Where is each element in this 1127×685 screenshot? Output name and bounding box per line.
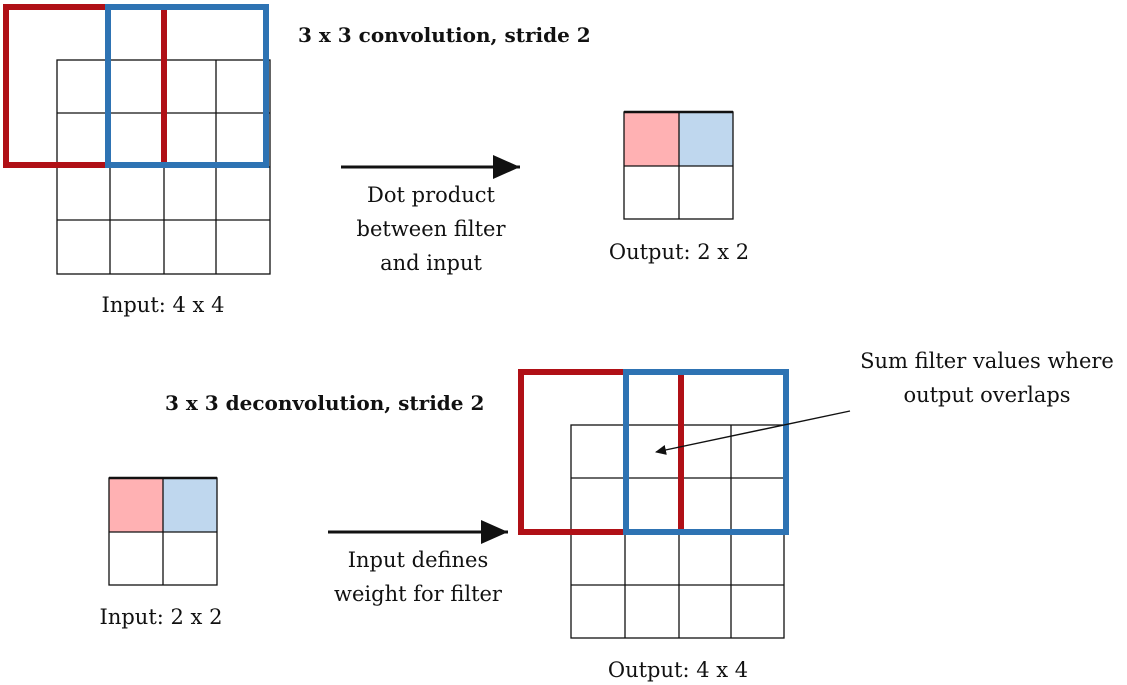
conv-input-label: Input: 4 x 4 xyxy=(102,293,225,317)
deconv-input-cell-red xyxy=(109,478,163,532)
deconv-arrow-caption-line-2: weight for filter xyxy=(334,582,503,606)
deconv-input-label: Input: 2 x 2 xyxy=(100,605,223,629)
deconv-filter-red xyxy=(518,369,684,535)
annotation-arrow xyxy=(655,410,851,455)
conv-filter-blue xyxy=(105,4,269,168)
deconv-output-label: Output: 4 x 4 xyxy=(608,658,748,682)
deconv-annotation-line-1: Sum filter values where xyxy=(860,349,1114,373)
deconv-input-cell-blue xyxy=(163,478,217,532)
deconv-arrow-caption-line-1: Input defines xyxy=(348,548,489,572)
deconv-title: 3 x 3 deconvolution, stride 2 xyxy=(165,391,484,415)
deconv-input-grid xyxy=(108,476,218,586)
conv-title: 3 x 3 convolution, stride 2 xyxy=(298,23,591,47)
conv-output-grid xyxy=(623,110,734,220)
conv-arrow-caption-line-1: Dot product xyxy=(367,183,495,207)
deconv-annotation-line-2: output overlaps xyxy=(903,383,1070,407)
conv-output-cell-blue xyxy=(679,112,733,166)
conv-output-cell-red xyxy=(624,112,679,166)
conv-filter-red xyxy=(3,4,167,168)
deconv-filter-blue xyxy=(623,369,789,535)
conv-arrow-caption-line-3: and input xyxy=(380,251,482,275)
conv-output-label: Output: 2 x 2 xyxy=(609,240,749,264)
conv-arrow-caption-line-2: between filter xyxy=(357,217,507,241)
